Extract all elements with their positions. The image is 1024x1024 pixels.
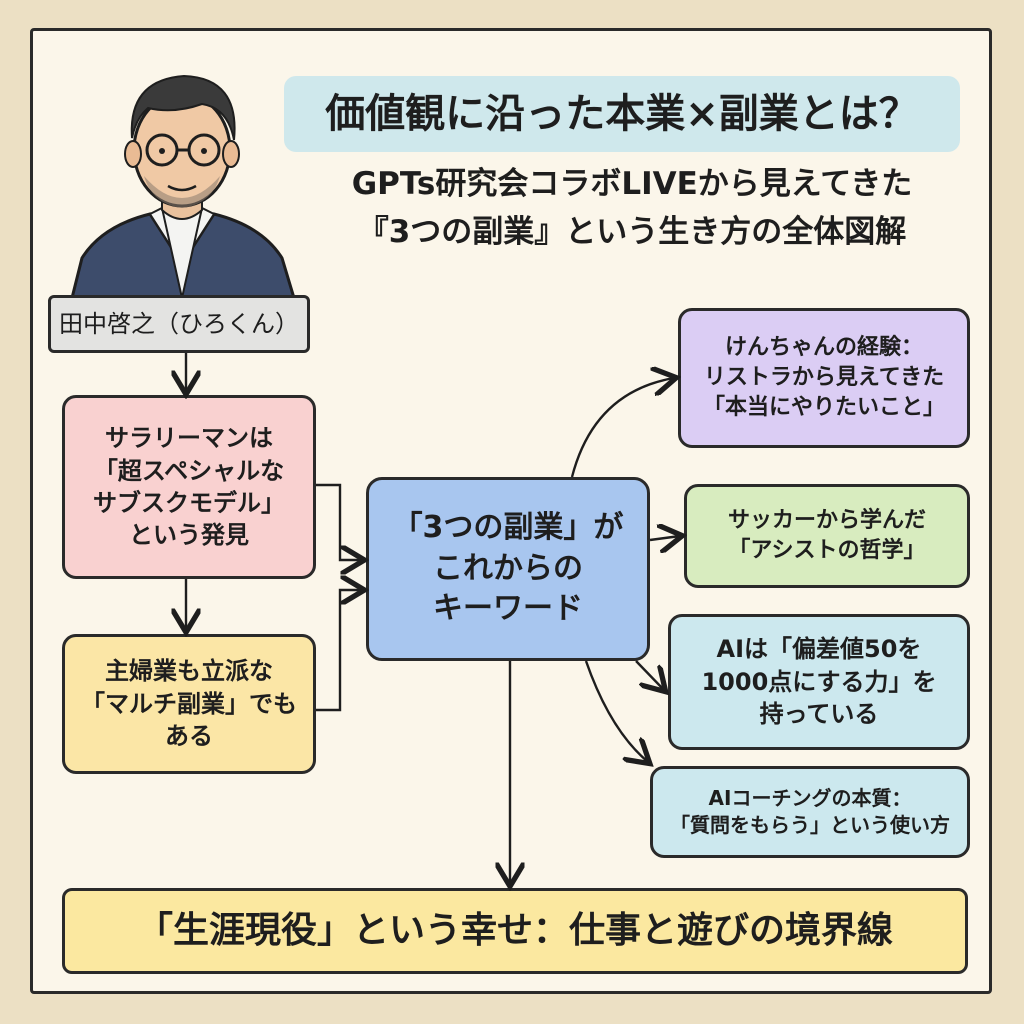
- subtitle-line-2: 『3つの副業』という生き方の全体図解: [357, 214, 907, 251]
- arrow: [649, 536, 680, 540]
- salaryman-line: という発見: [129, 521, 249, 550]
- ai-coaching-line: 「質問をもらう」という使い方: [670, 813, 950, 837]
- person-name-box: 田中啓之（ひろくん）: [48, 295, 310, 353]
- housework-line: ある: [165, 722, 213, 751]
- arrow: [316, 590, 362, 712]
- portrait-illustration: [70, 74, 296, 298]
- kenchan-line: リストラから見えてきた: [703, 365, 945, 391]
- ai-power-box: AIは「偏差値50を 1000点にする力」を 持っている: [668, 614, 970, 750]
- ai-power-line: AIは「偏差値50を: [716, 635, 922, 664]
- kenchan-line: 「本当にやりたいこと」: [702, 394, 945, 420]
- salaryman-line: サブスクモデル」: [93, 489, 285, 517]
- soccer-line: 「アシストの哲学」: [728, 538, 926, 563]
- housework-line: 「マルチ副業」でも: [81, 689, 297, 718]
- center-line: 「3つの副業」が: [392, 510, 624, 546]
- center-line: キーワード: [433, 591, 583, 627]
- kenchan-line: けんちゃんの経験：: [724, 335, 923, 361]
- housework-box: 主婦業も立派な 「マルチ副業」でも ある: [62, 634, 316, 774]
- center-line: これからの: [433, 550, 583, 586]
- salaryman-box: サラリーマンは 「超スペシャルな サブスクモデル」 という発見: [62, 395, 316, 579]
- ai-power-line: 1000点にする力」を: [701, 667, 937, 696]
- title-box: 価値観に沿った本業×副業とは？: [284, 76, 960, 152]
- person-name: 田中啓之（ひろくん）: [59, 309, 299, 338]
- title-text: 価値観に沿った本業×副業とは？: [325, 91, 919, 137]
- ai-coaching-line: AIコーチングの本質：: [708, 786, 912, 810]
- arrow: [570, 378, 674, 478]
- kenchan-experience-box: けんちゃんの経験： リストラから見えてきた 「本当にやりたいこと」: [678, 308, 970, 448]
- salaryman-line: 「超スペシャルな: [93, 456, 285, 485]
- salaryman-line: サラリーマンは: [105, 424, 273, 453]
- ai-power-line: 持っている: [759, 700, 879, 729]
- housework-line: 主婦業も立派な: [105, 657, 273, 686]
- lifelong-career-box: 「生涯現役」という幸せ：仕事と遊びの境界線: [62, 888, 968, 974]
- arrow: [635, 660, 664, 690]
- bottom-text: 「生涯現役」という幸せ：仕事と遊びの境界線: [136, 909, 893, 951]
- ai-coaching-box: AIコーチングの本質： 「質問をもらう」という使い方: [650, 766, 970, 858]
- arrow: [316, 483, 362, 560]
- soccer-line: サッカーから学んだ: [727, 508, 926, 534]
- subtitle: GPTs研究会コラボLIVEから見えてきた 『3つの副業』という生き方の全体図解: [282, 160, 982, 256]
- center-keyword-box: 「3つの副業」が これからの キーワード: [366, 477, 650, 661]
- subtitle-line-1: GPTs研究会コラボLIVEから見えてきた: [351, 166, 913, 202]
- arrow: [584, 660, 648, 762]
- soccer-assist-box: サッカーから学んだ 「アシストの哲学」: [684, 484, 970, 588]
